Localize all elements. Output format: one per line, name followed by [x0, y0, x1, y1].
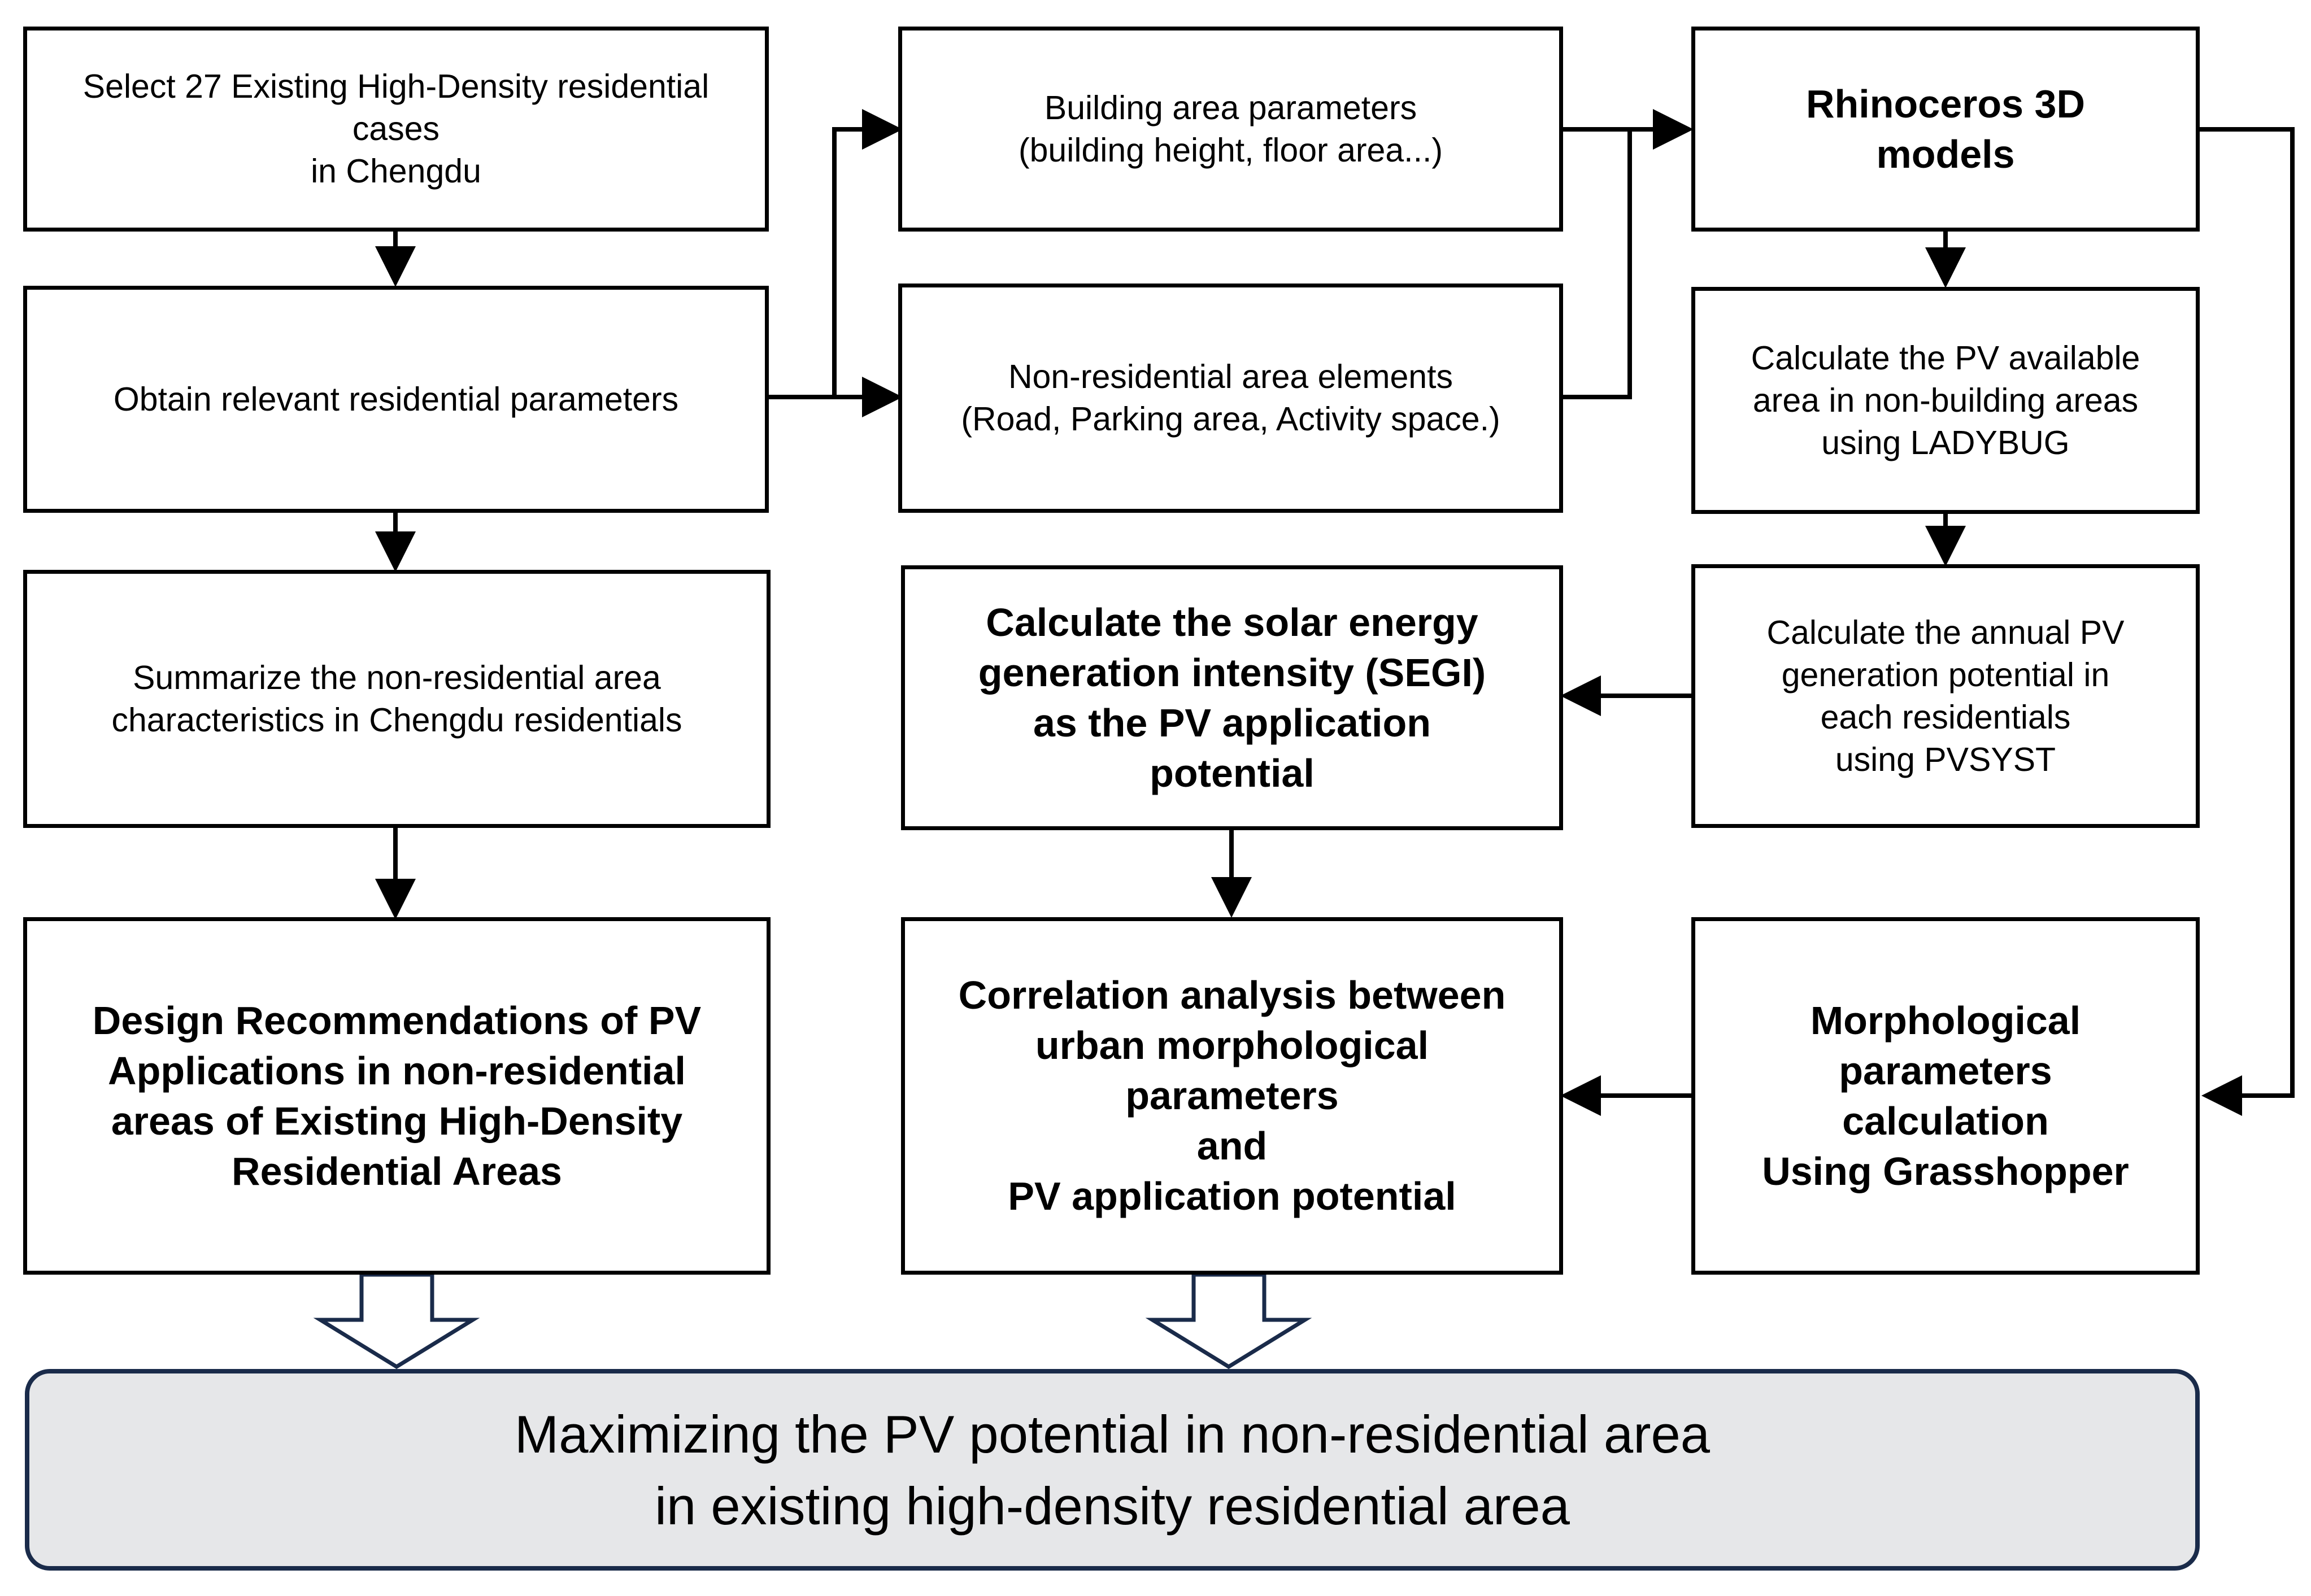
line-nonresidential-out	[1563, 129, 1632, 399]
box-obtain-parameters-text: Obtain relevant residential parameters	[113, 380, 679, 418]
box-building-area-parameters: Building area parameters (building heigh…	[898, 27, 1563, 232]
box-non-residential-elements: Non-residential area elements (Road, Par…	[898, 284, 1563, 513]
outcome-banner: Maximizing the PV potential in non-resid…	[25, 1369, 2200, 1571]
outcome-text: Maximizing the PV potential in non-resid…	[514, 1404, 1711, 1536]
box-design-recommendations-text: Design Recommendations of PV Application…	[92, 998, 702, 1193]
box-calculate-annual-pv-text: Calculate the annual PV generation poten…	[1766, 613, 2125, 778]
box-rhinoceros-models: Rhinoceros 3D models	[1691, 27, 2200, 232]
box-select-cases: Select 27 Existing High-Density resident…	[23, 27, 769, 232]
box-summarize-characteristics: Summarize the non-residential area chara…	[23, 570, 771, 828]
box-rhinoceros-models-text: Rhinoceros 3D models	[1806, 81, 2085, 176]
arrow-obtain-to-building	[832, 109, 903, 397]
box-non-residential-elements-text: Non-residential area elements (Road, Par…	[961, 358, 1500, 438]
box-morphological-calculation: Morphological parameters calculation Usi…	[1691, 917, 2200, 1275]
box-calculate-pv-area: Calculate the PV available area in non-b…	[1691, 287, 2200, 514]
box-calculate-annual-pv: Calculate the annual PV generation poten…	[1691, 564, 2200, 828]
box-design-recommendations: Design Recommendations of PV Application…	[23, 917, 771, 1275]
box-obtain-parameters: Obtain relevant residential parameters	[23, 286, 769, 513]
box-morphological-calculation-text: Morphological parameters calculation Usi…	[1762, 998, 2129, 1193]
box-building-area-parameters-text: Building area parameters (building heigh…	[1018, 89, 1443, 169]
hollow-arrow-left	[313, 1272, 480, 1370]
box-calculate-segi: Calculate the solar energy generation in…	[901, 565, 1563, 830]
box-correlation-analysis-text: Correlation analysis between urban morph…	[958, 973, 1506, 1218]
box-select-cases-text: Select 27 Existing High-Density resident…	[82, 68, 710, 190]
box-correlation-analysis: Correlation analysis between urban morph…	[901, 917, 1563, 1275]
hollow-arrow-center	[1145, 1272, 1312, 1370]
box-calculate-pv-area-text: Calculate the PV available area in non-b…	[1751, 339, 2140, 461]
arrow-rhino-to-morphological	[2200, 127, 2295, 1116]
box-calculate-segi-text: Calculate the solar energy generation in…	[978, 600, 1486, 795]
box-summarize-characteristics-text: Summarize the non-residential area chara…	[111, 659, 682, 739]
